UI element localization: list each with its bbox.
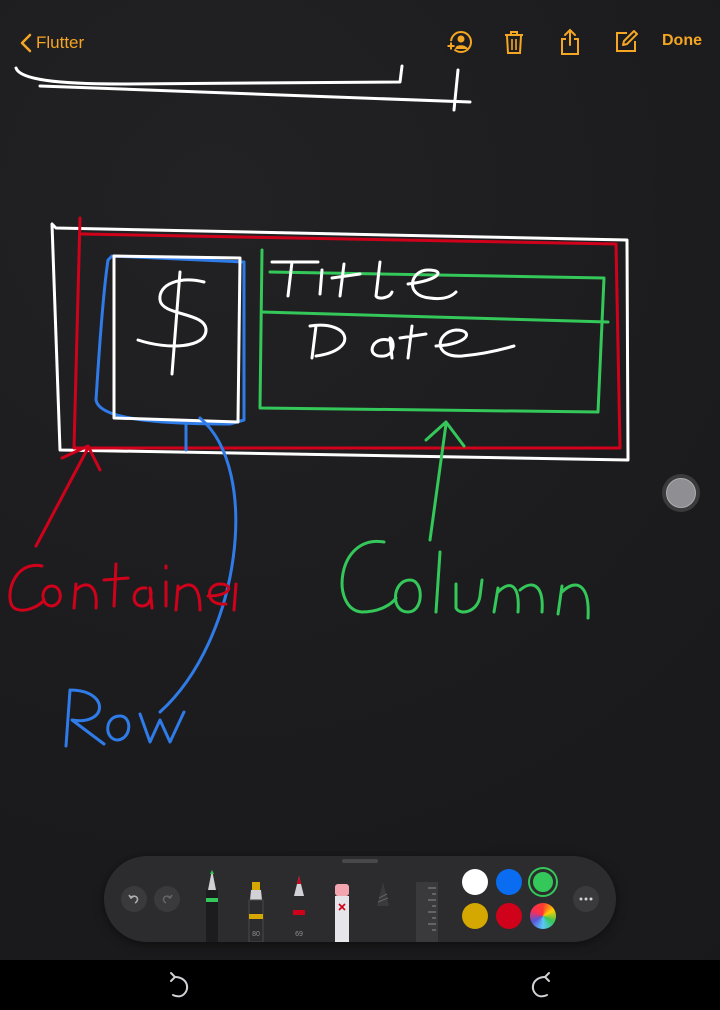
compose-icon[interactable] bbox=[612, 28, 640, 56]
ruler-tool[interactable] bbox=[414, 868, 440, 942]
date-handwriting bbox=[308, 323, 516, 360]
eraser-icon bbox=[335, 884, 349, 942]
undo-icon bbox=[128, 894, 139, 904]
outer-white-box bbox=[50, 222, 630, 462]
redo-button[interactable] bbox=[154, 886, 180, 912]
scroll-handle[interactable] bbox=[662, 474, 700, 512]
pencil-icon bbox=[293, 876, 305, 942]
container-arrow bbox=[34, 444, 102, 548]
scroll-handle-knob bbox=[666, 478, 696, 508]
more-dots-icon bbox=[579, 897, 593, 901]
marker-opacity-label: 80 bbox=[252, 931, 260, 938]
column-box bbox=[258, 248, 606, 414]
pencil-opacity-label: 69 bbox=[295, 931, 303, 938]
chevron-left-icon bbox=[20, 33, 32, 53]
dollar-box bbox=[112, 254, 242, 424]
add-person-icon[interactable] bbox=[444, 28, 472, 56]
container-handwriting bbox=[8, 562, 238, 612]
column-handwriting bbox=[340, 540, 590, 620]
drawing-toolbar: 80 69 bbox=[104, 856, 616, 943]
back-button[interactable]: Flutter bbox=[20, 30, 84, 56]
lasso-icon bbox=[377, 882, 389, 942]
partial-stroke-top bbox=[14, 64, 404, 86]
undo-arrow-icon[interactable] bbox=[165, 970, 195, 1000]
row-box bbox=[94, 254, 246, 426]
eraser-tool[interactable] bbox=[330, 868, 352, 942]
row-handwriting bbox=[64, 688, 186, 748]
bottom-bar bbox=[0, 960, 720, 1010]
lasso-tool[interactable] bbox=[372, 868, 394, 942]
marker-tool[interactable]: 80 bbox=[244, 868, 268, 943]
column-arrow bbox=[424, 420, 466, 542]
title-handwriting bbox=[270, 260, 458, 300]
sketch-layer bbox=[8, 64, 630, 748]
color-wheel-icon[interactable] bbox=[530, 903, 556, 929]
swatch-blue[interactable] bbox=[496, 869, 522, 895]
row-arrow bbox=[158, 416, 238, 714]
swatch-white[interactable] bbox=[462, 869, 488, 895]
toolbar-grab-handle[interactable] bbox=[342, 859, 378, 863]
partial-stroke-line bbox=[38, 84, 472, 104]
pen-icon bbox=[206, 870, 218, 942]
container-box bbox=[72, 216, 622, 450]
pen-tool[interactable] bbox=[202, 868, 222, 942]
redo-arrow-icon[interactable] bbox=[525, 970, 555, 1000]
top-nav-bar: Flutter bbox=[0, 0, 720, 86]
drawing-canvas[interactable] bbox=[0, 0, 720, 960]
more-options-button[interactable] bbox=[573, 886, 599, 912]
done-button[interactable]: Done bbox=[662, 32, 702, 49]
swatch-yellow[interactable] bbox=[462, 903, 488, 929]
dollar-sign bbox=[136, 270, 208, 376]
ruler-icon bbox=[416, 882, 438, 942]
back-label: Flutter bbox=[36, 33, 85, 52]
trash-icon[interactable] bbox=[500, 28, 528, 56]
swatch-green-selected[interactable] bbox=[530, 869, 556, 895]
undo-button[interactable] bbox=[121, 886, 147, 912]
redo-icon bbox=[162, 894, 173, 904]
swatch-red[interactable] bbox=[496, 903, 522, 929]
pencil-tool[interactable]: 69 bbox=[288, 868, 310, 942]
share-icon[interactable] bbox=[556, 28, 584, 56]
column-divider bbox=[260, 310, 610, 324]
